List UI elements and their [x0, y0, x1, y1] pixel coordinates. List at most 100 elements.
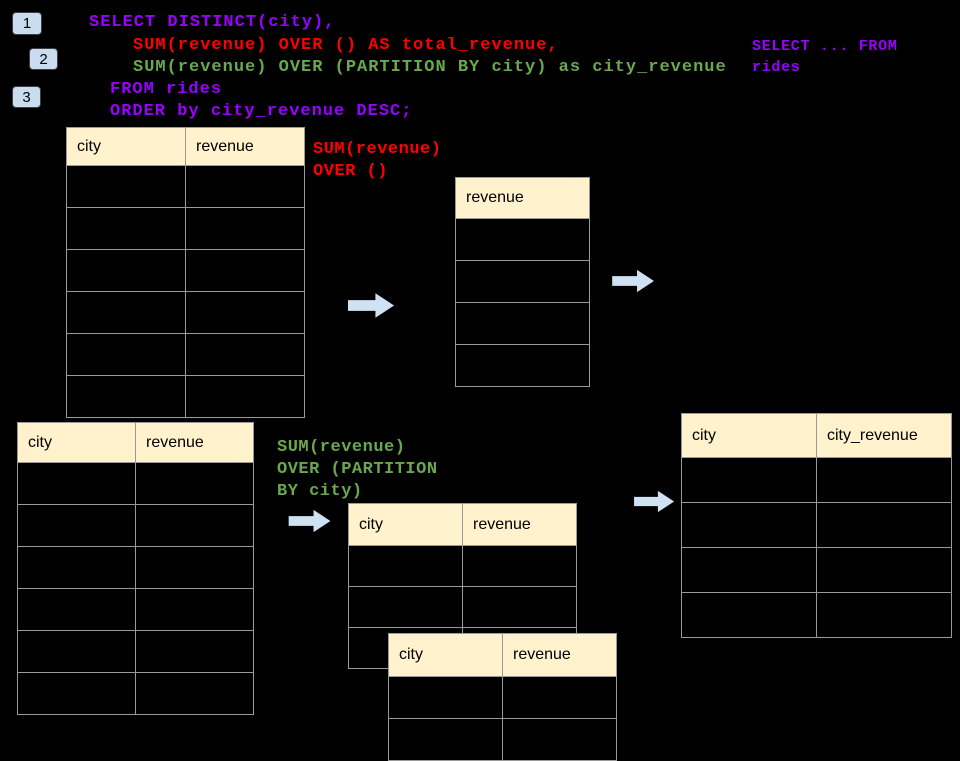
table-row [348, 586, 577, 628]
column-header-city: city [681, 413, 817, 458]
table-row [17, 630, 254, 673]
table-header-row: city revenue [348, 503, 577, 546]
column-header-city: city [348, 503, 463, 546]
annotation-partition-line3: BY city) [277, 482, 363, 501]
table-total-revenue: revenue [455, 177, 590, 387]
column-header-city: city [66, 127, 186, 166]
table-cell [17, 672, 136, 715]
table-row [681, 457, 952, 503]
table-cell [135, 462, 254, 505]
table-cell [66, 333, 186, 376]
table-city-revenue: city city_revenue [681, 413, 952, 638]
column-header-city: city [17, 422, 136, 463]
right-arrow-icon [632, 490, 677, 513]
table-row [348, 545, 577, 587]
table-cell [185, 207, 305, 250]
column-header-revenue: revenue [502, 633, 617, 677]
sql-line-sum-over-total: SUM(revenue) OVER () AS total_revenue, [133, 36, 559, 55]
table-row [17, 588, 254, 631]
table-cell [185, 165, 305, 208]
table-cell [17, 462, 136, 505]
table-row [455, 218, 590, 261]
column-header-revenue: revenue [462, 503, 577, 546]
table-cell [388, 718, 503, 761]
column-header-city-revenue: city_revenue [816, 413, 952, 458]
table-rides-top: city revenue [66, 127, 305, 418]
step-badge-3-label: 3 [22, 88, 31, 106]
annotation-select-from-rides: SELECT ... FROM rides [752, 36, 898, 78]
table-cell [462, 586, 577, 628]
table-row [388, 718, 617, 761]
table-row [681, 547, 952, 593]
table-row [17, 504, 254, 547]
table-cell [816, 457, 952, 503]
table-cell [502, 676, 617, 719]
annotation-partition-line1: SUM(revenue) [277, 438, 406, 457]
step-badge-1: 1 [12, 12, 42, 35]
table-row [66, 249, 305, 292]
table-row [455, 302, 590, 345]
table-cell [185, 291, 305, 334]
table-cell [348, 586, 463, 628]
right-arrow-icon [611, 269, 656, 293]
table-header-row: revenue [455, 177, 590, 219]
annotation-select-from-line1: SELECT ... FROM [752, 38, 898, 55]
step-badge-1-label: 1 [22, 15, 32, 32]
table-cell [17, 630, 136, 673]
table-cell [66, 291, 186, 334]
table-cell [135, 672, 254, 715]
table-cell [135, 630, 254, 673]
table-cell [455, 218, 590, 261]
table-cell [135, 504, 254, 547]
table-cell [185, 333, 305, 376]
table-row [17, 672, 254, 715]
annotation-select-from-line2: rides [752, 59, 801, 76]
column-header-revenue: revenue [455, 177, 590, 219]
table-header-row: city revenue [388, 633, 617, 677]
table-row [66, 165, 305, 208]
table-cell [66, 207, 186, 250]
table-row [66, 375, 305, 418]
table-cell [502, 718, 617, 761]
table-cell [681, 457, 817, 503]
table-cell [816, 502, 952, 548]
table-cell [17, 546, 136, 589]
table-cell [66, 249, 186, 292]
right-arrow-icon [348, 292, 395, 319]
sql-line-sum-over-partition: SUM(revenue) OVER (PARTITION BY city) as… [133, 58, 727, 77]
table-cell [455, 260, 590, 303]
table-row [17, 546, 254, 589]
table-row [66, 333, 305, 376]
table-cell [681, 547, 817, 593]
step-badge-2-label: 2 [39, 50, 48, 68]
table-cell [455, 344, 590, 387]
table-cell [66, 375, 186, 418]
right-arrow-icon [287, 509, 333, 533]
table-cell [455, 302, 590, 345]
column-header-city: city [388, 633, 503, 677]
step-badge-3: 3 [12, 86, 41, 108]
table-cell [348, 545, 463, 587]
column-header-revenue: revenue [185, 127, 305, 166]
table-cell [681, 592, 817, 638]
annotation-total-line2: OVER () [313, 162, 388, 181]
table-cell [816, 592, 952, 638]
sql-line-order-by: ORDER by city_revenue DESC; [110, 102, 413, 121]
table-cell [135, 588, 254, 631]
sql-line-select: SELECT DISTINCT(city), [89, 13, 336, 32]
annotation-total-line1: SUM(revenue) [313, 140, 442, 159]
table-cell [66, 165, 186, 208]
table-cell [462, 545, 577, 587]
table-cell [681, 502, 817, 548]
column-header-revenue: revenue [135, 422, 254, 463]
table-header-row: city revenue [66, 127, 305, 166]
table-cell [816, 547, 952, 593]
sql-line-from: FROM rides [110, 80, 223, 99]
table-cell [17, 588, 136, 631]
table-row [66, 207, 305, 250]
annotation-sum-over-total: SUM(revenue) OVER () [313, 139, 441, 183]
table-row [681, 592, 952, 638]
table-cell [17, 504, 136, 547]
table-header-row: city revenue [17, 422, 254, 463]
table-row [455, 260, 590, 303]
